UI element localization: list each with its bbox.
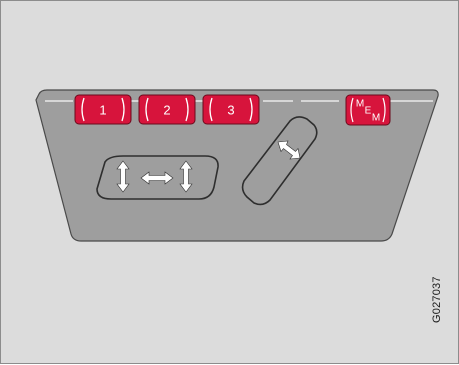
memory-button-2[interactable]: 2 <box>139 95 195 124</box>
mem-button[interactable]: M E M <box>346 95 390 125</box>
figure-code: G027037 <box>431 276 443 323</box>
memory-button-1-label: 1 <box>99 103 106 118</box>
mem-letter-2: E <box>365 106 372 117</box>
memory-button-2-label: 2 <box>163 103 170 118</box>
memory-button-3-label: 3 <box>227 103 234 118</box>
mem-letter-3: M <box>372 113 380 124</box>
seat-cushion-control[interactable] <box>97 156 218 199</box>
memory-button-1[interactable]: 1 <box>75 95 131 124</box>
mem-letter-1: M <box>356 99 364 110</box>
memory-button-3[interactable]: 3 <box>203 95 259 124</box>
